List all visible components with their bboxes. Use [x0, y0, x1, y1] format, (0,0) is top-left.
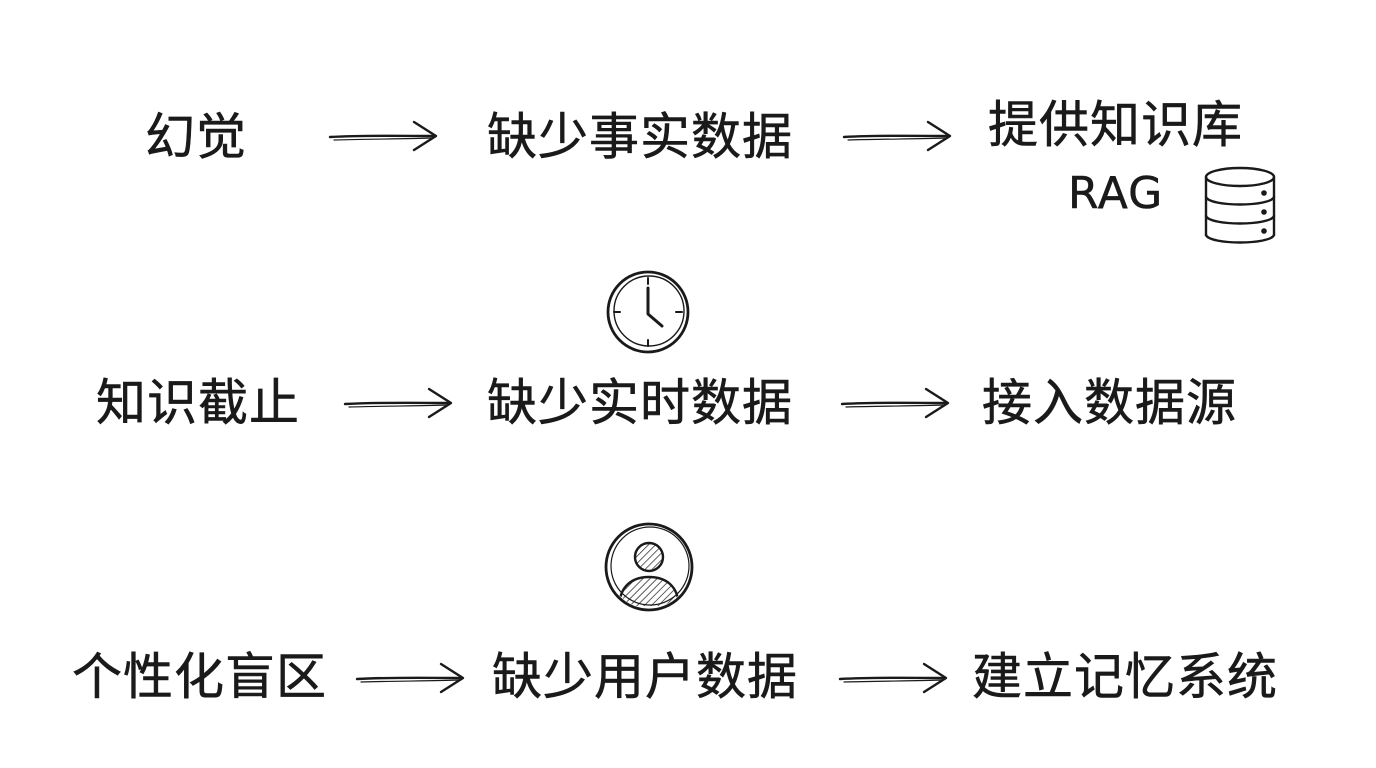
row-2-arrow-1: [343, 387, 453, 419]
row-3-arrow-2: [838, 662, 948, 694]
row-2-problem: 知识截止: [96, 374, 300, 432]
row-2-solution: 接入数据源: [982, 374, 1237, 432]
row-2-arrow-2: [840, 387, 950, 419]
user-icon: [604, 522, 694, 612]
row-1-solution-sub: RAG: [1068, 168, 1164, 219]
clock-icon: [606, 270, 690, 354]
row-1-cause: 缺少事实数据: [487, 108, 793, 166]
row-1-problem: 幻觉: [145, 108, 247, 166]
row-3-arrow-1: [355, 662, 465, 694]
row-3-cause: 缺少用户数据: [492, 648, 798, 706]
row-3-problem: 个性化盲区: [72, 648, 327, 706]
row-2-cause: 缺少实时数据: [487, 374, 793, 432]
row-1-arrow-2: [842, 120, 952, 152]
row-1-arrow-1: [328, 120, 438, 152]
row-1-solution: 提供知识库: [988, 96, 1243, 154]
row-3-solution: 建立记忆系统: [972, 648, 1278, 706]
database-icon: [1204, 166, 1276, 244]
